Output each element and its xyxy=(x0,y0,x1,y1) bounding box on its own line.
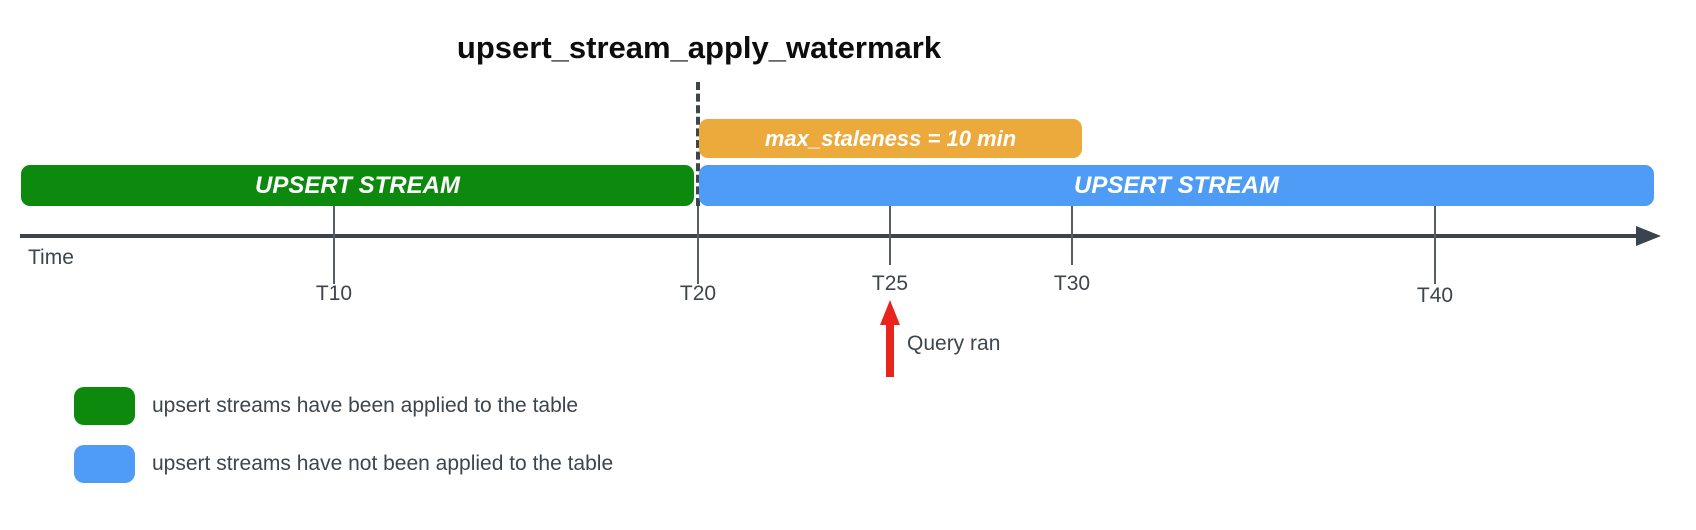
legend-swatch-not-applied xyxy=(74,445,135,483)
tick-t40 xyxy=(1434,206,1436,284)
tick-t20 xyxy=(697,206,699,284)
tick-t25 xyxy=(889,206,891,265)
time-axis-label: Time xyxy=(28,246,74,269)
tick-label-t25: T25 xyxy=(871,272,909,295)
legend-swatch-applied xyxy=(74,387,135,425)
max-staleness-label: max_staleness = 10 min xyxy=(764,125,1017,151)
legend-label-applied: upsert streams have been applied to the … xyxy=(152,394,579,417)
query-ran-arrow-shaft xyxy=(886,323,894,377)
time-axis-arrowhead-icon xyxy=(1636,226,1661,246)
upsert-stream-applied-bar: UPSERT STREAM xyxy=(21,165,694,206)
upsert-stream-not-applied-bar: UPSERT STREAM xyxy=(699,165,1654,206)
diagram-title: upsert_stream_apply_watermark xyxy=(456,30,942,65)
watermark-dashed-line xyxy=(696,82,700,206)
legend-label-not-applied: upsert streams have not been applied to … xyxy=(152,452,614,475)
tick-t30 xyxy=(1071,206,1073,265)
query-ran-arrow-icon xyxy=(880,300,900,325)
tick-label-t40: T40 xyxy=(1416,284,1454,307)
upsert-stream-applied-label: UPSERT STREAM xyxy=(255,171,460,199)
upsert-stream-not-applied-label: UPSERT STREAM xyxy=(1074,171,1279,199)
time-axis-line xyxy=(20,234,1640,238)
query-ran-label: Query ran xyxy=(907,332,1001,355)
tick-label-t20: T20 xyxy=(679,282,717,305)
tick-t10 xyxy=(333,206,335,284)
tick-label-t30: T30 xyxy=(1053,272,1091,295)
max-staleness-bar: max_staleness = 10 min xyxy=(699,119,1082,158)
tick-label-t10: T10 xyxy=(315,282,353,305)
